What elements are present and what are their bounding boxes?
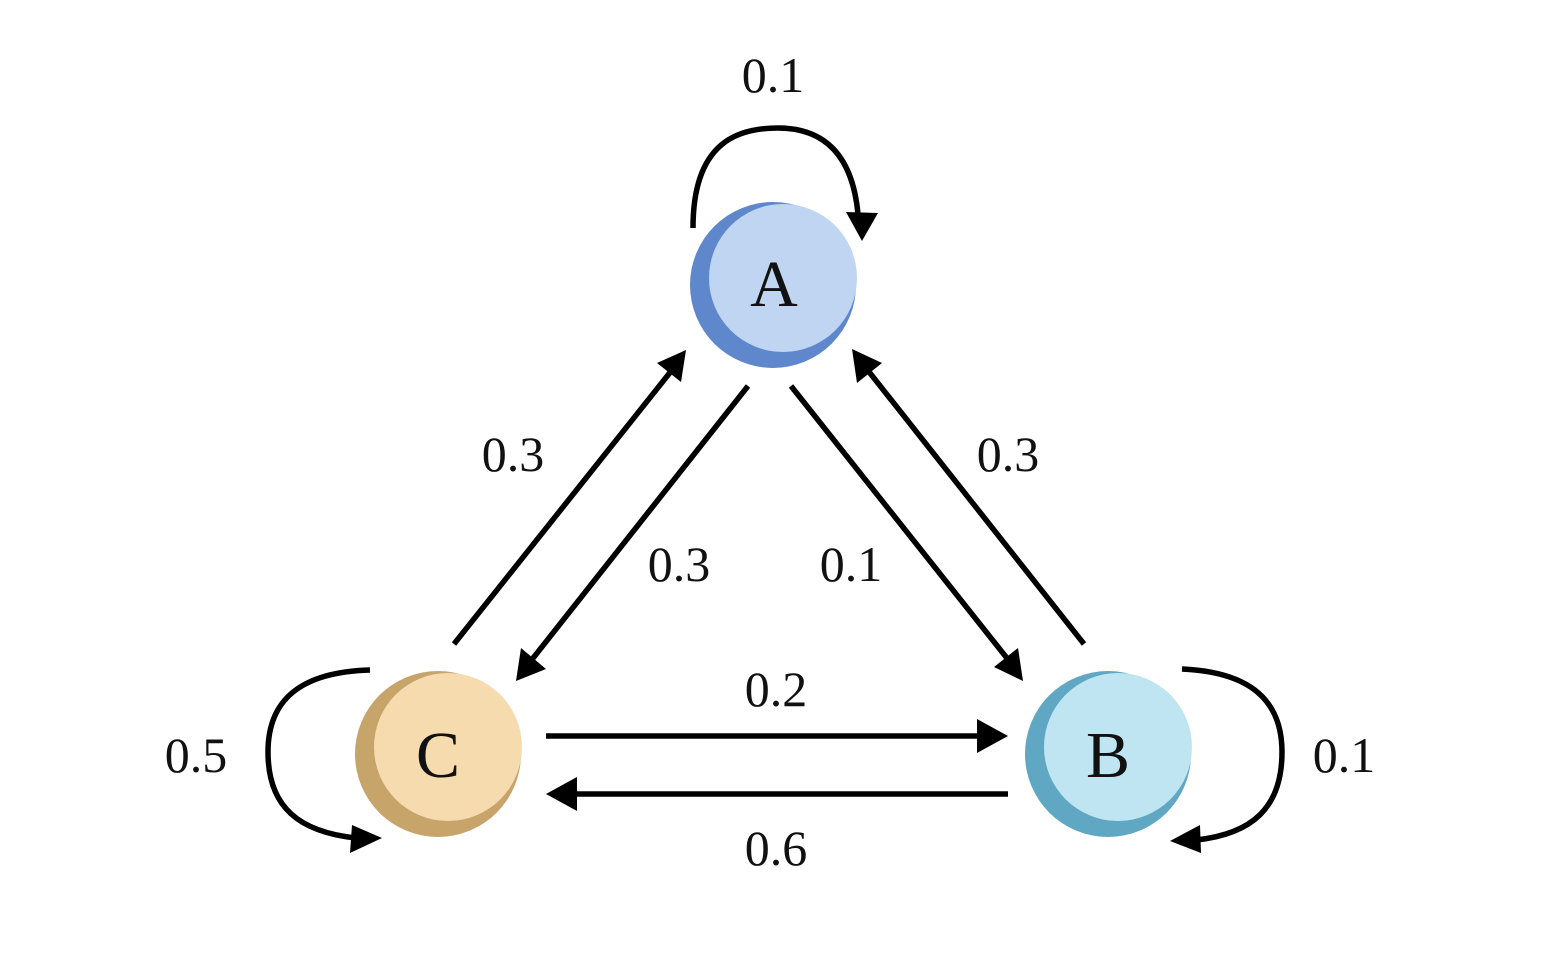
edge-c-to-c: 0.5 xyxy=(165,667,382,853)
node-b-face xyxy=(1044,673,1192,821)
edge-b-to-c-arrowhead xyxy=(546,777,577,811)
edge-b-to-c-label: 0.6 xyxy=(745,820,808,876)
node-b-label: B xyxy=(1086,719,1130,792)
edge-a-to-b-arrowhead xyxy=(994,648,1023,681)
edge-a-to-c: 0.3 xyxy=(516,384,751,681)
edge-b-to-b-arrowhead xyxy=(1170,825,1201,853)
edge-a-to-b-line xyxy=(788,384,1013,664)
edge-b-to-a-label: 0.3 xyxy=(977,426,1040,482)
edge-b-to-b-label: 0.1 xyxy=(1313,727,1376,783)
edge-b-to-c: 0.6 xyxy=(546,777,1008,876)
node-c[interactable]: C xyxy=(355,671,522,837)
edge-b-to-a-line xyxy=(863,366,1087,646)
edge-a-to-c-arrowhead xyxy=(516,648,546,681)
edge-c-to-b-arrowhead xyxy=(977,719,1008,753)
edge-c-to-b: 0.2 xyxy=(546,661,1008,753)
edge-c-to-c-line xyxy=(265,667,371,841)
node-c-face xyxy=(374,673,522,821)
edge-c-to-a-label: 0.3 xyxy=(482,426,545,482)
edge-b-to-a-arrowhead xyxy=(852,349,882,383)
edge-c-to-b-label: 0.2 xyxy=(745,661,808,717)
node-c-label: C xyxy=(416,719,460,792)
edge-a-to-a-label: 0.1 xyxy=(742,47,805,103)
edge-b-to-b-line xyxy=(1181,666,1285,843)
edge-a-to-c-label: 0.3 xyxy=(648,536,711,592)
node-a-face xyxy=(709,204,857,352)
edge-a-to-c-line xyxy=(527,384,751,664)
edge-c-to-a: 0.3 xyxy=(451,350,686,646)
node-a[interactable]: A xyxy=(690,202,857,368)
edge-b-to-b: 0.1 xyxy=(1170,666,1376,853)
edge-c-to-a-arrowhead xyxy=(657,350,686,382)
edge-a-to-b: 0.1 xyxy=(788,384,1023,681)
edge-c-to-c-arrowhead xyxy=(350,825,382,853)
node-a-label: A xyxy=(750,248,798,321)
node-b[interactable]: B xyxy=(1025,671,1192,837)
edge-a-to-a-line xyxy=(690,125,861,229)
edge-c-to-a-line xyxy=(451,368,675,646)
edge-b-to-a: 0.3 xyxy=(852,349,1087,646)
edge-c-to-c-label: 0.5 xyxy=(165,727,228,783)
edge-a-to-b-label: 0.1 xyxy=(820,536,883,592)
edge-a-to-a: 0.1 xyxy=(690,47,878,241)
edge-a-to-a-arrowhead xyxy=(846,212,878,241)
